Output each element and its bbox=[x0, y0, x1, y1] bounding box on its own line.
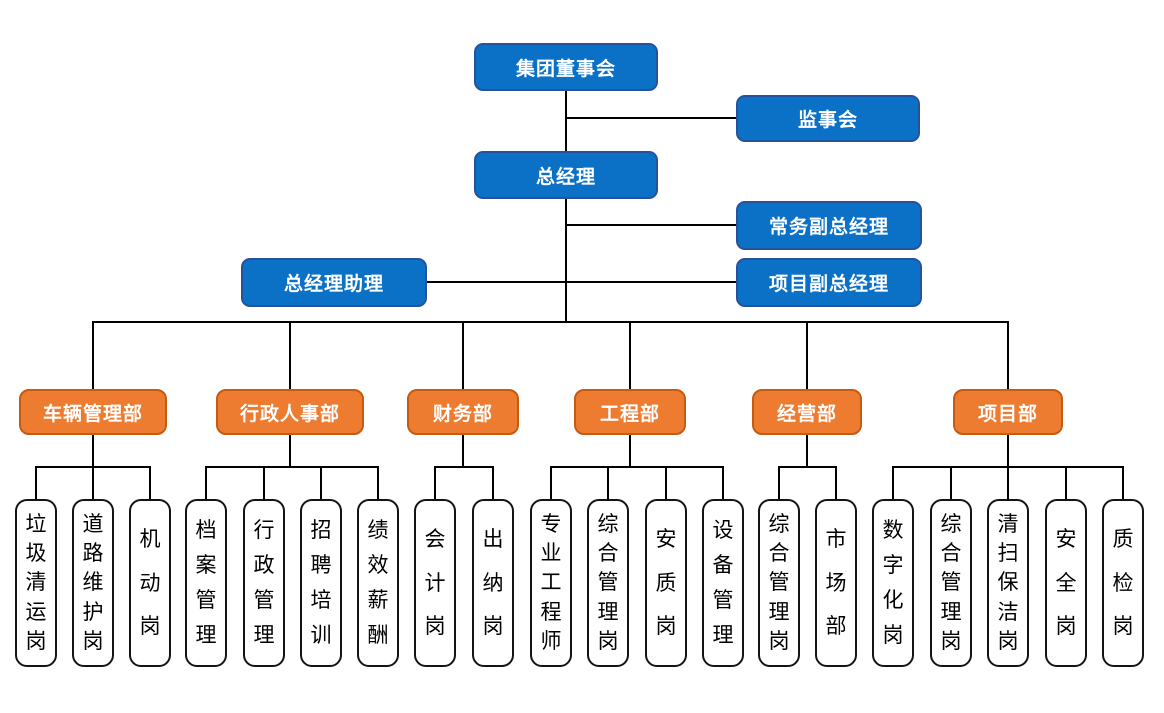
connector bbox=[550, 466, 552, 499]
connector bbox=[1122, 466, 1124, 499]
connector bbox=[320, 466, 322, 499]
connector bbox=[92, 321, 94, 389]
post-general-management-eng: 综合管理岗 bbox=[587, 499, 629, 667]
box-board-of-directors: 集团董事会 bbox=[474, 43, 658, 91]
connector bbox=[565, 91, 567, 151]
connector bbox=[289, 435, 291, 467]
connector bbox=[492, 466, 494, 499]
connector bbox=[565, 199, 567, 322]
box-exec-deputy-gm: 常务副总经理 bbox=[736, 201, 922, 250]
post-professional-engineer: 专业工程师 bbox=[530, 499, 572, 667]
connector bbox=[434, 466, 436, 499]
post-performance-compensation: 绩效薪酬 bbox=[357, 499, 399, 667]
post-quality-inspection: 质检岗 bbox=[1102, 499, 1144, 667]
connector bbox=[1065, 466, 1067, 499]
post-equipment-management: 设备管理 bbox=[702, 499, 744, 667]
connector bbox=[427, 281, 736, 283]
connector bbox=[462, 435, 464, 467]
connector bbox=[92, 466, 94, 499]
connector bbox=[835, 466, 837, 499]
post-recruitment-training: 招聘培训 bbox=[300, 499, 342, 667]
connector bbox=[722, 466, 724, 499]
post-digitalization: 数字化岗 bbox=[872, 499, 914, 667]
connector bbox=[205, 466, 207, 499]
post-accounting: 会计岗 bbox=[414, 499, 456, 667]
box-general-manager: 总经理 bbox=[474, 151, 658, 199]
connector bbox=[377, 466, 379, 499]
post-safety-quality: 安质岗 bbox=[645, 499, 687, 667]
dept-box-admin-hr: 行政人事部 bbox=[216, 389, 364, 435]
post-road-maintenance: 道路维护岗 bbox=[72, 499, 114, 667]
connector bbox=[629, 435, 631, 467]
connector bbox=[289, 321, 291, 389]
connector bbox=[629, 321, 631, 389]
connector bbox=[149, 466, 151, 499]
post-general-management-proj: 综合管理岗 bbox=[930, 499, 972, 667]
connector bbox=[434, 466, 494, 468]
connector bbox=[806, 321, 808, 389]
connector bbox=[778, 466, 780, 499]
dept-box-engineering: 工程部 bbox=[574, 389, 686, 435]
connector bbox=[892, 466, 894, 499]
box-project-deputy-gm: 项目副总经理 bbox=[736, 258, 922, 307]
connector bbox=[92, 321, 1009, 323]
post-market-dept: 市场部 bbox=[815, 499, 857, 667]
connector bbox=[205, 466, 379, 468]
box-supervisory-board: 监事会 bbox=[736, 95, 920, 142]
connector bbox=[1007, 435, 1009, 467]
connector bbox=[462, 321, 464, 389]
post-garbage-collection: 垃圾清运岗 bbox=[15, 499, 57, 667]
connector bbox=[92, 435, 94, 467]
post-archives-management: 档案管理 bbox=[185, 499, 227, 667]
connector bbox=[1007, 466, 1009, 499]
connector bbox=[950, 466, 952, 499]
connector bbox=[1007, 321, 1009, 389]
post-general-management-ops: 综合管理岗 bbox=[758, 499, 800, 667]
connector bbox=[665, 466, 667, 499]
dept-box-vehicle-management: 车辆管理部 bbox=[19, 389, 167, 435]
connector bbox=[35, 466, 37, 499]
dept-box-operations: 经营部 bbox=[752, 389, 862, 435]
connector bbox=[607, 466, 609, 499]
post-admin-management: 行政管理 bbox=[243, 499, 285, 667]
post-sweeping-cleaning: 清扫保洁岗 bbox=[987, 499, 1029, 667]
post-safety: 安全岗 bbox=[1045, 499, 1087, 667]
post-mobile-duty: 机动岗 bbox=[129, 499, 171, 667]
post-cashier: 出纳岗 bbox=[472, 499, 514, 667]
connector bbox=[550, 466, 724, 468]
dept-box-finance: 财务部 bbox=[407, 389, 519, 435]
dept-box-project: 项目部 bbox=[953, 389, 1063, 435]
connector bbox=[778, 466, 837, 468]
connector bbox=[566, 224, 736, 226]
box-gm-assistant: 总经理助理 bbox=[241, 258, 427, 307]
connector bbox=[566, 117, 736, 119]
connector bbox=[806, 435, 808, 467]
connector bbox=[263, 466, 265, 499]
